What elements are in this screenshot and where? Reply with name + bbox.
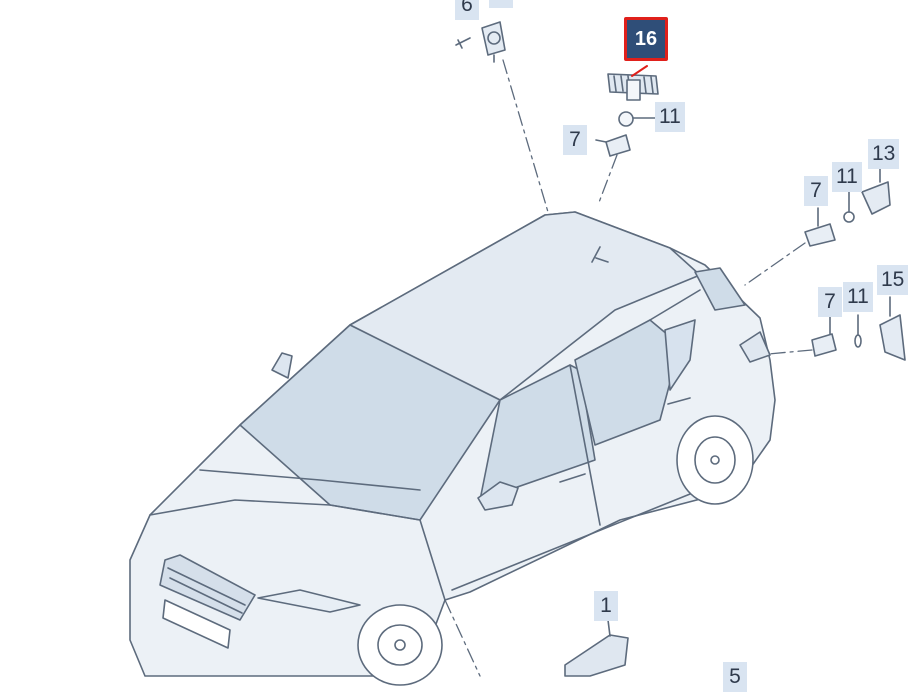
callout-13[interactable]: 13 bbox=[868, 139, 900, 169]
car-body bbox=[129, 211, 776, 677]
car-exploded-view bbox=[129, 21, 906, 686]
callout-11-top[interactable]: 11 bbox=[655, 102, 685, 132]
sensor-part-7-right bbox=[804, 167, 891, 247]
front-wheel bbox=[357, 604, 443, 686]
control-unit-part-1 bbox=[564, 619, 629, 677]
callout-7-right[interactable]: 7 bbox=[804, 176, 828, 206]
callout-top-partial[interactable] bbox=[489, 0, 513, 8]
sensor-part-7-rear bbox=[811, 296, 906, 361]
callout-16-selected[interactable]: 16 bbox=[624, 17, 668, 61]
callout-7-rear[interactable]: 7 bbox=[818, 287, 842, 317]
parts-diagram: 6 16 11 7 13 11 7 15 11 7 1 5 bbox=[129, 0, 909, 692]
rear-wheel bbox=[676, 415, 754, 505]
callout-5[interactable]: 5 bbox=[723, 662, 747, 692]
callout-1[interactable]: 1 bbox=[594, 591, 618, 621]
sensor-bracket-part-16 bbox=[595, 65, 659, 157]
callout-15[interactable]: 15 bbox=[877, 265, 909, 295]
bracket-part-top bbox=[481, 21, 506, 63]
callout-6[interactable]: 6 bbox=[455, 0, 479, 20]
callout-7-top[interactable]: 7 bbox=[563, 125, 587, 155]
callout-11-right[interactable]: 11 bbox=[832, 162, 862, 192]
callout-11-rear[interactable]: 11 bbox=[843, 282, 873, 312]
screw-part-6 bbox=[455, 37, 471, 49]
